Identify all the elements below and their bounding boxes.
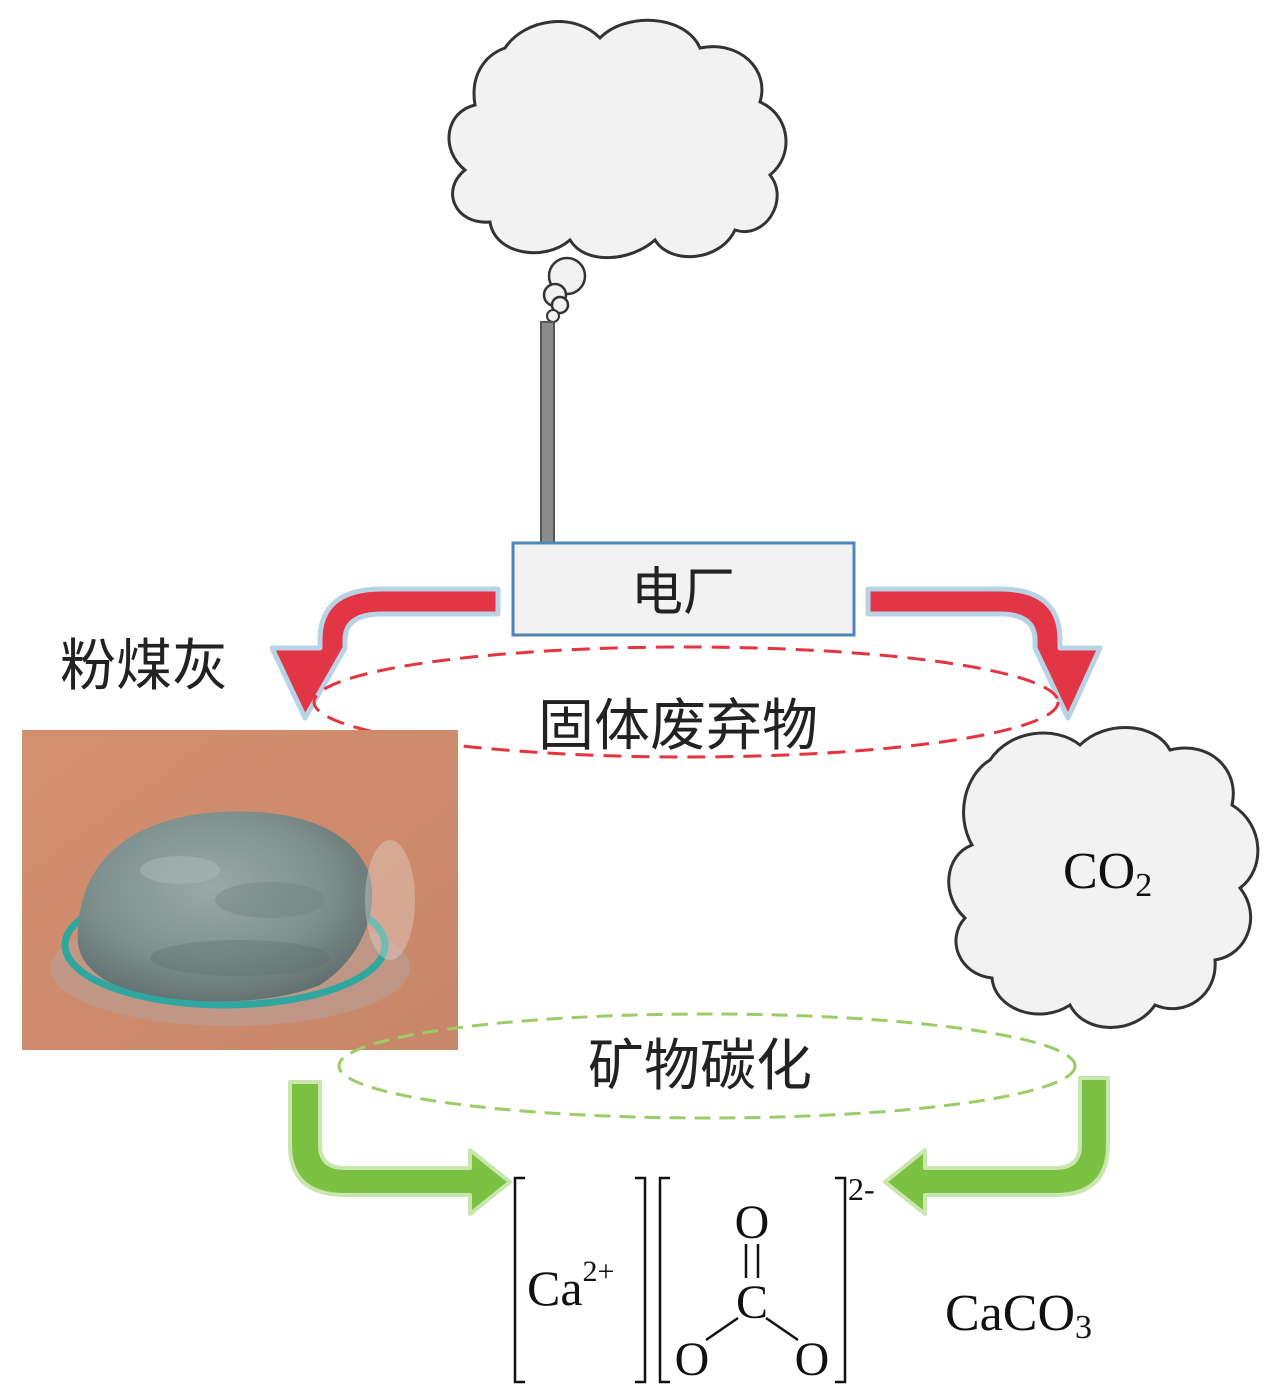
carbonate-charge-label: 2- xyxy=(848,1171,875,1207)
power-plant-label: 电厂 xyxy=(631,563,735,623)
co2-cloud-icon: CO2 xyxy=(947,726,1260,1029)
solid-waste-ellipse xyxy=(312,645,1060,759)
smoke-cloud-icon xyxy=(447,18,788,323)
atom-o-right: O xyxy=(795,1333,830,1386)
atom-o-top: O xyxy=(735,1196,770,1249)
green-arrow-right xyxy=(883,1076,1110,1216)
calcium-carbonate-structure: Ca2+ 2- O C O O xyxy=(513,1171,875,1386)
power-plant-box: 电厂 xyxy=(511,541,856,637)
green-arrow-left xyxy=(288,1080,512,1216)
solid-waste-label: 固体废弃物 xyxy=(538,694,818,759)
atom-o-left: O xyxy=(675,1333,710,1386)
mineral-carbonation-ellipse xyxy=(337,1012,1077,1120)
chimney xyxy=(540,321,555,544)
red-arrow-left xyxy=(269,586,501,721)
calcium-ion-label: Ca2+ xyxy=(527,1255,614,1316)
atom-c: C xyxy=(736,1276,768,1329)
red-arrow-right xyxy=(865,586,1103,721)
caco3-label: CaCO3 xyxy=(945,1285,1092,1346)
mineral-carbonation-label: 矿物碳化 xyxy=(588,1034,812,1099)
fly-ash-label: 粉煤灰 xyxy=(60,634,228,699)
fly-ash-photo xyxy=(22,730,458,1050)
co2-label: CO2 xyxy=(1063,843,1152,904)
